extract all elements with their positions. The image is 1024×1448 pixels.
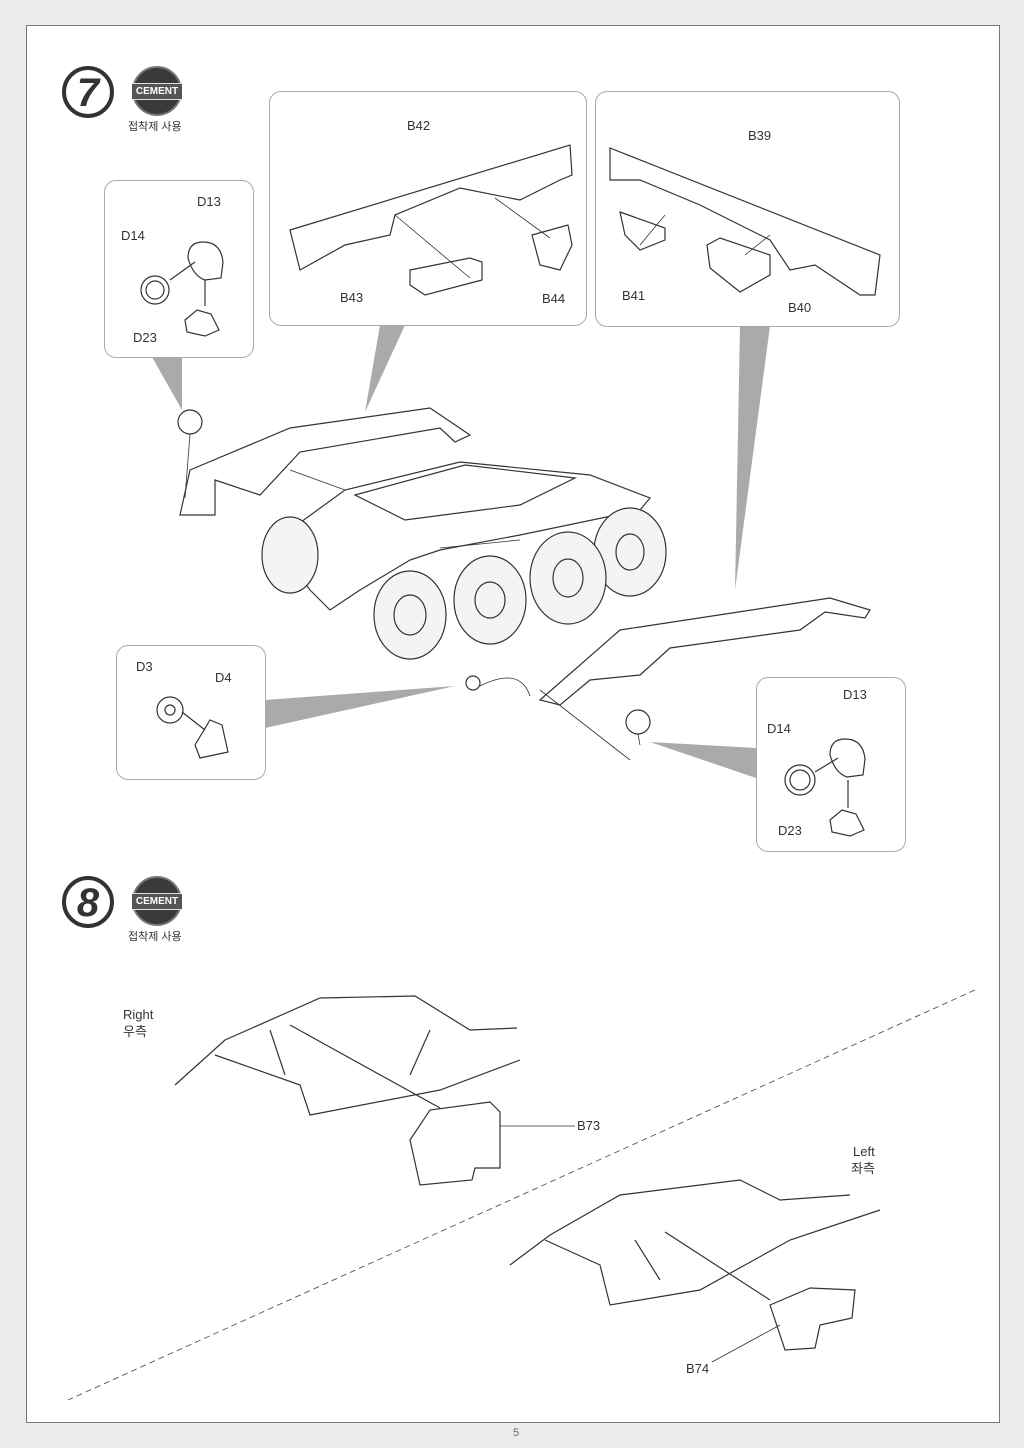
- cement-icon: CEMENT: [132, 876, 182, 926]
- cement-korean-label: 접착제 사용: [128, 931, 182, 943]
- part-label: D4: [215, 670, 232, 685]
- part-label: B73: [577, 1118, 601, 1133]
- part-label: B42: [407, 118, 431, 133]
- cement-icon: CEMENT: [132, 66, 182, 116]
- side-label-right-ko: 우측: [123, 1024, 147, 1039]
- cement-korean-label: 접착제 사용: [128, 121, 182, 133]
- part-label: B43: [340, 290, 364, 305]
- part-label: B44: [542, 291, 566, 306]
- callout-lamp-left: [104, 180, 254, 358]
- part-label: B74: [686, 1361, 710, 1376]
- part-label: D23: [778, 823, 802, 838]
- part-label: D23: [133, 330, 157, 345]
- cement-label: CEMENT: [132, 893, 182, 910]
- dashed-divider: [67, 989, 976, 1401]
- part-label: B39: [748, 128, 772, 143]
- cement-label: CEMENT: [132, 83, 182, 100]
- part-label: D14: [767, 721, 791, 736]
- part-label: B40: [788, 300, 812, 315]
- part-label: D3: [136, 659, 153, 674]
- step-8-number: 8: [62, 876, 114, 928]
- callout-mirror: [116, 645, 266, 780]
- callout-fender-left: [269, 91, 587, 326]
- callout-pointers: [152, 325, 770, 778]
- page-number: 5: [513, 1427, 520, 1439]
- part-label: D13: [197, 194, 221, 209]
- step-7-number: 7: [62, 66, 114, 118]
- side-label-left: Left: [853, 1144, 875, 1159]
- side-label-right: Right: [123, 1007, 154, 1022]
- part-label: D13: [843, 687, 867, 702]
- side-label-left-ko: 좌측: [851, 1161, 875, 1176]
- part-label: B41: [622, 288, 646, 303]
- part-label: D14: [121, 228, 145, 243]
